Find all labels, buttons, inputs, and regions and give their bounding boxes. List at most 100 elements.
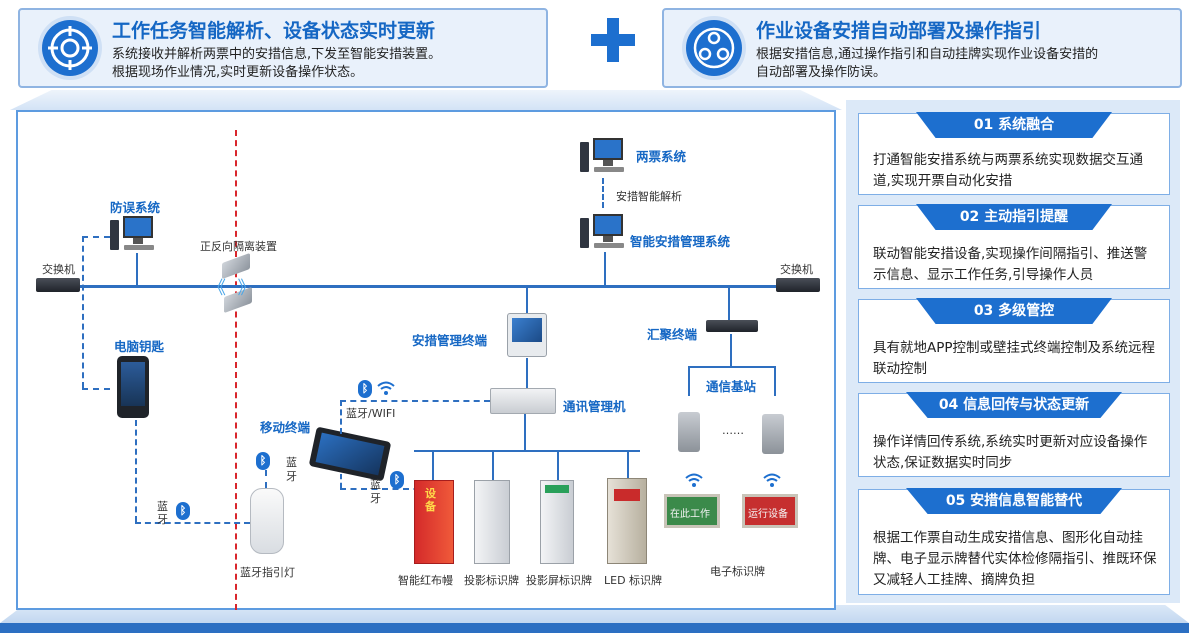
switch-left-label: 交换机: [42, 263, 75, 276]
curtain-text: 设 备: [425, 487, 436, 513]
huiju-zhongduan-label: 汇聚终端: [647, 327, 698, 342]
drop-3: [557, 450, 559, 480]
header-left-desc: 系统接收并解析两票中的安措信息,下发至智能安措装置。 根据现场作业情况,实时更新…: [112, 46, 441, 82]
header-right-desc-line2: 自动部署及操作防误。: [756, 65, 887, 80]
electronic-sign-right: 运行设备: [742, 494, 798, 528]
hongbuman-label: 智能红布幔: [398, 574, 453, 587]
fangwu-dash-h: [82, 236, 110, 238]
tablet-dash-top: [340, 400, 490, 402]
dianzi-biaoshipai-label: 电子标识牌: [710, 565, 765, 578]
projection-sign-cabinet: [474, 480, 510, 564]
zhineng-link: [604, 252, 606, 286]
aggregation-link: [728, 286, 730, 320]
touying-biaoshipai-label: 投影标识牌: [464, 574, 519, 587]
station-bus: [688, 366, 776, 368]
liangpiao-dash: [602, 178, 604, 208]
dots-label: ……: [722, 424, 744, 437]
station-drop-left: [688, 366, 690, 396]
header-card-right: 作业设备安措自动部署及操作指引 根据安措信息,通过操作指引和自动挂牌实现作业设备…: [662, 8, 1182, 88]
feature-card-4-text: 操作详情回传系统,系统实时更新对应设备操作状态,保证数据实时同步: [873, 434, 1148, 471]
feature-card-1: 01 系统融合 打通智能安措系统与两票系统实现数据交互通道,实现开票自动化安措: [858, 112, 1170, 195]
projection-screen-cabinet: [540, 480, 574, 564]
isolation-chevrons: 《 》: [208, 278, 256, 299]
electronic-sign-left: 在此工作: [664, 494, 720, 528]
feature-card-2: 02 主动指引提醒 联动智能安措设备,实现操作间隔指引、推送警示信息、显示工作任…: [858, 204, 1170, 289]
switch-left: [36, 278, 80, 292]
comm-down-link: [524, 414, 526, 452]
aggregation-terminal: [706, 320, 758, 332]
fangwu-link: [136, 253, 138, 286]
target-icon: [42, 20, 98, 76]
guide-light-label: 蓝牙指引灯: [240, 566, 295, 579]
feature-card-4-tab: 04 信息回传与状态更新: [906, 392, 1122, 418]
anzuo-terminal-device: [507, 313, 547, 357]
feature-card-1-tab: 01 系统融合: [916, 112, 1112, 138]
lanya-wifi-label: 蓝牙/WIFI: [346, 407, 396, 420]
feature-card-5: 05 安措信息智能替代 根据工作票自动生成安措信息、图形化自动挂牌、电子显示牌替…: [858, 488, 1170, 595]
sign-right-text: 运行设备: [748, 509, 788, 520]
header-left-title: 工作任务智能解析、设备状态实时更新: [112, 20, 436, 42]
lanya-label-1: 蓝 牙: [157, 500, 168, 526]
wifi-icon-1: [376, 380, 396, 396]
sign-left-text: 在此工作: [670, 509, 710, 520]
feature-card-2-tab: 02 主动指引提醒: [916, 204, 1112, 230]
bluetooth-icon-3: ᛒ: [358, 380, 372, 398]
bluetooth-icon-4: ᛒ: [390, 471, 404, 489]
switch-right-label: 交换机: [780, 263, 813, 276]
header-right-title: 作业设备安措自动部署及操作指引: [756, 20, 1042, 42]
tablet-dash-bottom: [340, 488, 430, 490]
anzuo-to-comm-link: [526, 358, 528, 388]
anzuo-jiexi-label: 安措智能解析: [616, 190, 682, 203]
network-nodes-icon: [686, 20, 742, 76]
guide-light-dash-h: [135, 522, 250, 524]
drop-1: [432, 450, 434, 480]
anzuo-terminal-link: [526, 286, 528, 314]
switch-right: [776, 278, 820, 292]
bottom-bar: [0, 623, 1189, 633]
diannao-yaoshi-label: 电脑钥匙: [114, 339, 165, 354]
main-bus-line: [58, 285, 794, 288]
wifi-icon-2: [684, 472, 704, 488]
drop-2: [492, 450, 494, 480]
lanya-label-2: 蓝 牙: [286, 456, 297, 483]
liangpiao-label: 两票系统: [636, 149, 687, 164]
key-dash-h: [82, 388, 110, 390]
base-station-antenna-right: [762, 414, 784, 454]
anzuo-zhongduan-label: 安措管理终端: [412, 333, 488, 348]
bluetooth-icon-1: ᛒ: [176, 502, 190, 520]
feature-card-3-tab: 03 多级管控: [916, 298, 1112, 324]
comm-manager-device: [490, 388, 556, 414]
zhineng-guanli-label: 智能安措管理系统: [630, 234, 731, 249]
fangwu-system-label: 防误系统: [110, 200, 161, 215]
header-card-left: 工作任务智能解析、设备状态实时更新 系统接收并解析两票中的安措信息,下发至智能安…: [18, 8, 548, 88]
panel-top-bevel: [10, 90, 842, 110]
fangwu-dash-v: [82, 236, 84, 388]
aggregation-down: [730, 334, 732, 368]
smart-red-curtain: 设 备: [414, 480, 454, 564]
tablet-dash-down: [340, 474, 342, 488]
isolation-device-label: 正反向隔离装置: [200, 240, 277, 253]
header-left-desc-line1: 系统接收并解析两票中的安措信息,下发至智能安措装置。: [112, 47, 442, 62]
bluetooth-guide-light: [250, 488, 284, 554]
feature-card-1-text: 打通智能安措系统与两票系统实现数据交互通道,实现开票自动化安措: [873, 152, 1143, 189]
liangpiao-pc-icon: [580, 138, 624, 174]
drop-4: [627, 450, 629, 480]
feature-card-5-tab: 05 安措信息智能替代: [906, 488, 1122, 514]
guide-light-link-v: [265, 470, 267, 488]
station-drop-right: [774, 366, 776, 396]
tongxin-jizhan-label: 通信基站: [706, 379, 757, 394]
wifi-icon-3: [762, 472, 782, 488]
touyingping-biaoshipai-label: 投影屏标识牌: [526, 574, 592, 587]
isolation-divider: [235, 130, 237, 610]
tablet-dash-up: [340, 400, 342, 434]
lanya-label-3: 蓝 牙: [370, 478, 381, 505]
fangwu-pc-icon: [110, 216, 154, 252]
plus-icon: [591, 18, 635, 62]
feature-card-3: 03 多级管控 具有就地APP控制或壁挂式终端控制及系统远程联动控制: [858, 298, 1170, 383]
feature-card-3-text: 具有就地APP控制或壁挂式终端控制及系统远程联动控制: [873, 340, 1156, 377]
bluetooth-icon-2: ᛒ: [256, 452, 270, 470]
header-left-desc-line2: 根据现场作业情况,实时更新设备操作状态。: [112, 65, 364, 80]
led-sign-cabinet: [607, 478, 647, 564]
yidong-zhongduan-label: 移动终端: [260, 420, 311, 435]
header-right-desc: 根据安措信息,通过操作指引和自动挂牌实现作业设备安措的 自动部署及操作防误。: [756, 46, 1098, 82]
